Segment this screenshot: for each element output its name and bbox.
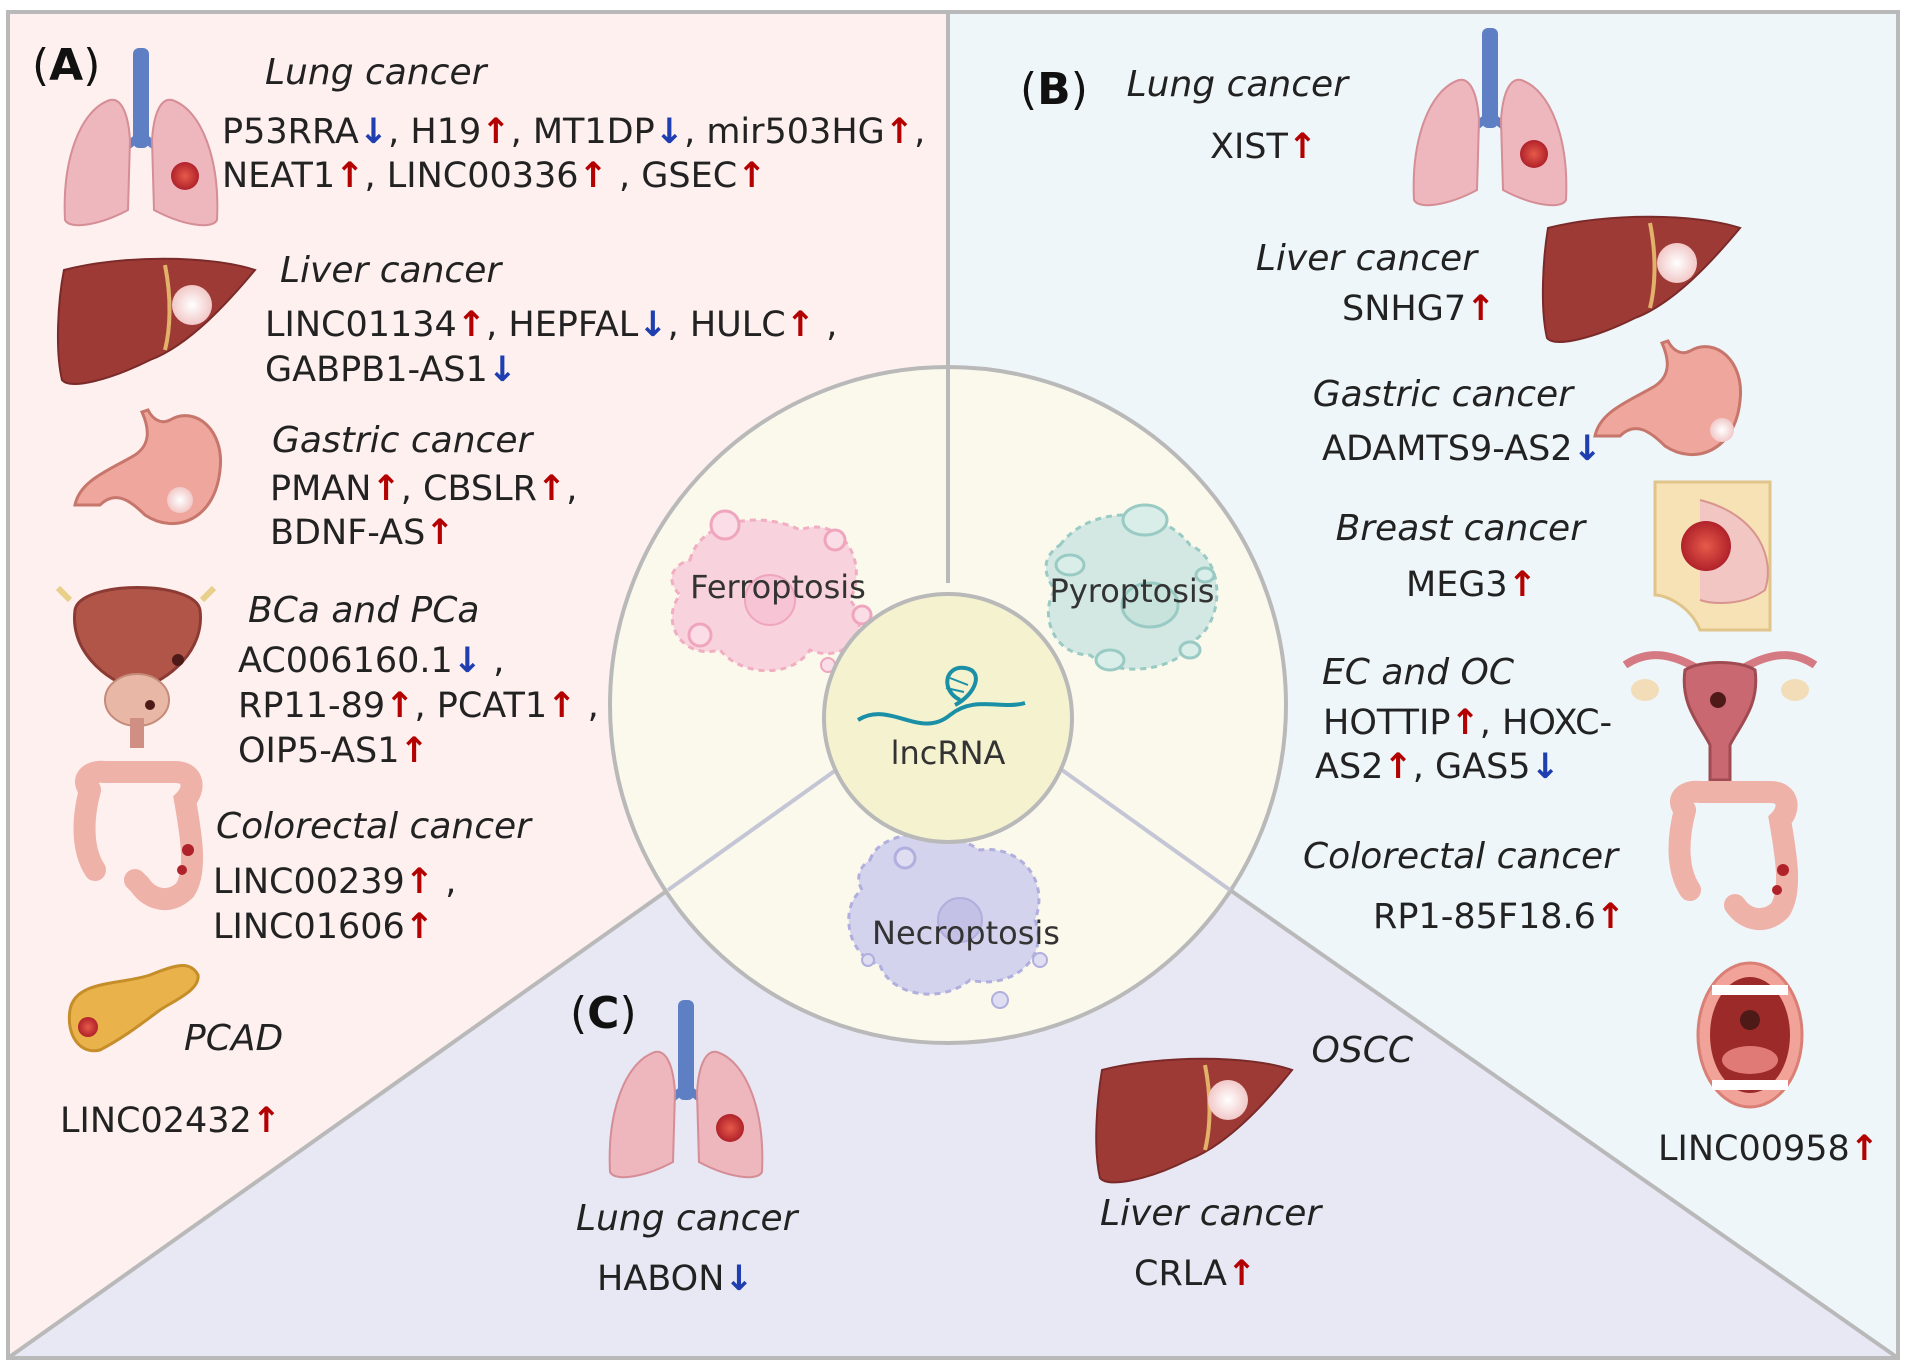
ferroptosis-cell-icon [670, 509, 873, 673]
rna-strand-icon [856, 665, 1026, 726]
panel-b-section-5-title: Colorectal cancer [1303, 836, 1620, 877]
panel-c-background [8, 890, 1898, 1358]
bladder-prostate-icon-a [55, 585, 217, 748]
panel-b-section-4-genes-1: AS2↑, GAS5↓ [1315, 747, 1560, 787]
pancreas-icon-a [67, 964, 200, 1053]
pyroptosis-cell-icon [1044, 503, 1219, 672]
uterus-icon-b [1622, 651, 1818, 782]
necroptosis-cell-icon [847, 832, 1048, 1009]
panel-a-section-5-title: PCAD [184, 1018, 283, 1059]
panel-a-section-3-genes-1: RP11-89↑, PCAT1↑ , [238, 686, 599, 726]
panel-c-edge-left [6, 888, 670, 1360]
center-diagram: Ferroptosis Pyroptosis Necroptosis [608, 365, 1288, 1045]
ring-divider-left [666, 768, 838, 892]
panel-b-label: (B) [1020, 64, 1088, 115]
liver-icon-b [1541, 215, 1742, 343]
lncrna-core-label: lncRNA [891, 734, 1006, 772]
panel-b-section-5-genes-0: RP1-85F18.6↑ [1373, 897, 1625, 937]
ring-divider-right [1060, 768, 1232, 892]
ferroptosis-label: Ferroptosis [690, 568, 866, 606]
panel-b-section-1-title: Liver cancer [1256, 238, 1479, 279]
panel-a-section-0-title: Lung cancer [265, 52, 489, 93]
panel-a-section-2-genes-0: PMAN↑, CBSLR↑, [270, 469, 577, 509]
panel-c-section-1-title: Liver cancer [1100, 1193, 1323, 1234]
panel-c-edge-right [1228, 888, 1900, 1360]
panel-a-section-3-genes-0: AC006160.1↓ , [238, 641, 504, 681]
mouth-icon-b [1696, 961, 1804, 1109]
panel-a-section-3-title: BCa and PCa [248, 590, 479, 631]
panel-b-section-1-genes-0: SNHG7↑ [1342, 289, 1495, 329]
liver-icon-a [56, 257, 257, 385]
lung-icon-b [1412, 28, 1568, 207]
panel-b-section-2-genes-0: ADAMTS9-AS2↓ [1322, 429, 1602, 469]
panel-b-section-6-genes-0: LINC00958↑ [1658, 1129, 1879, 1169]
panel-a-section-5-genes-0: LINC02432↑ [60, 1101, 281, 1141]
panel-a-section-4-genes-0: LINC00239↑ , [213, 862, 456, 902]
colon-icon-a [73, 760, 204, 910]
panel-a-section-2-genes-1: BDNF-AS↑ [270, 513, 455, 553]
panel-a-section-4-title: Colorectal cancer [216, 806, 533, 847]
panel-a-section-1-genes-0: LINC01134↑, HEPFAL↓, HULC↑ , [265, 305, 837, 345]
panel-a-label: (A) [32, 40, 100, 91]
panel-a-section-1-title: Liver cancer [280, 250, 503, 291]
panel-c-section-0-genes-0: HABON↓ [597, 1259, 754, 1299]
breast-icon-b [1653, 480, 1772, 632]
panel-c-label: (C) [570, 988, 637, 1039]
panel-b-section-0-title: Lung cancer [1127, 64, 1351, 105]
stomach-icon-a [73, 408, 223, 525]
colon-icon-b [1668, 780, 1799, 930]
panel-b-section-0-genes-0: XIST↑ [1210, 127, 1317, 167]
panel-b-section-4-genes-0: HOTTIP↑, HOXC- [1323, 703, 1612, 743]
panel-b-section-3-title: Breast cancer [1336, 508, 1588, 549]
panel-b-section-3-genes-0: MEG3↑ [1406, 565, 1537, 605]
panel-a-section-0-genes-0: P53RRA↓, H19↑, MT1DP↓, mir503HG↑, [222, 112, 925, 152]
panel-a-section-1-genes-1: GABPB1-AS1↓ [265, 350, 517, 390]
liver-icon-c [1095, 1057, 1294, 1184]
lung-icon-c [608, 1000, 764, 1179]
stomach-icon-b [1593, 339, 1743, 456]
panel-c-section-1-genes-0: CRLA↑ [1134, 1254, 1256, 1294]
panel-b-section-2-title: Gastric cancer [1313, 374, 1575, 415]
figure-border [6, 10, 1900, 1360]
panel-a-section-3-genes-2: OIP5-AS1↑ [238, 731, 429, 771]
panel-a-section-2-title: Gastric cancer [272, 420, 534, 461]
panel-b-section-6-title: OSCC [1312, 1030, 1414, 1071]
lung-icon-a [63, 48, 219, 227]
panel-c-section-0-title: Lung cancer [576, 1198, 800, 1239]
panel-a-section-4-genes-1: LINC01606↑ [213, 907, 434, 947]
necroptosis-label: Necroptosis [872, 914, 1060, 952]
panel-b-section-4-title: EC and OC [1322, 652, 1515, 693]
panel-a-section-0-genes-1: NEAT1↑, LINC00336↑ , GSEC↑ [222, 156, 766, 196]
pyroptosis-label: Pyroptosis [1050, 572, 1215, 610]
